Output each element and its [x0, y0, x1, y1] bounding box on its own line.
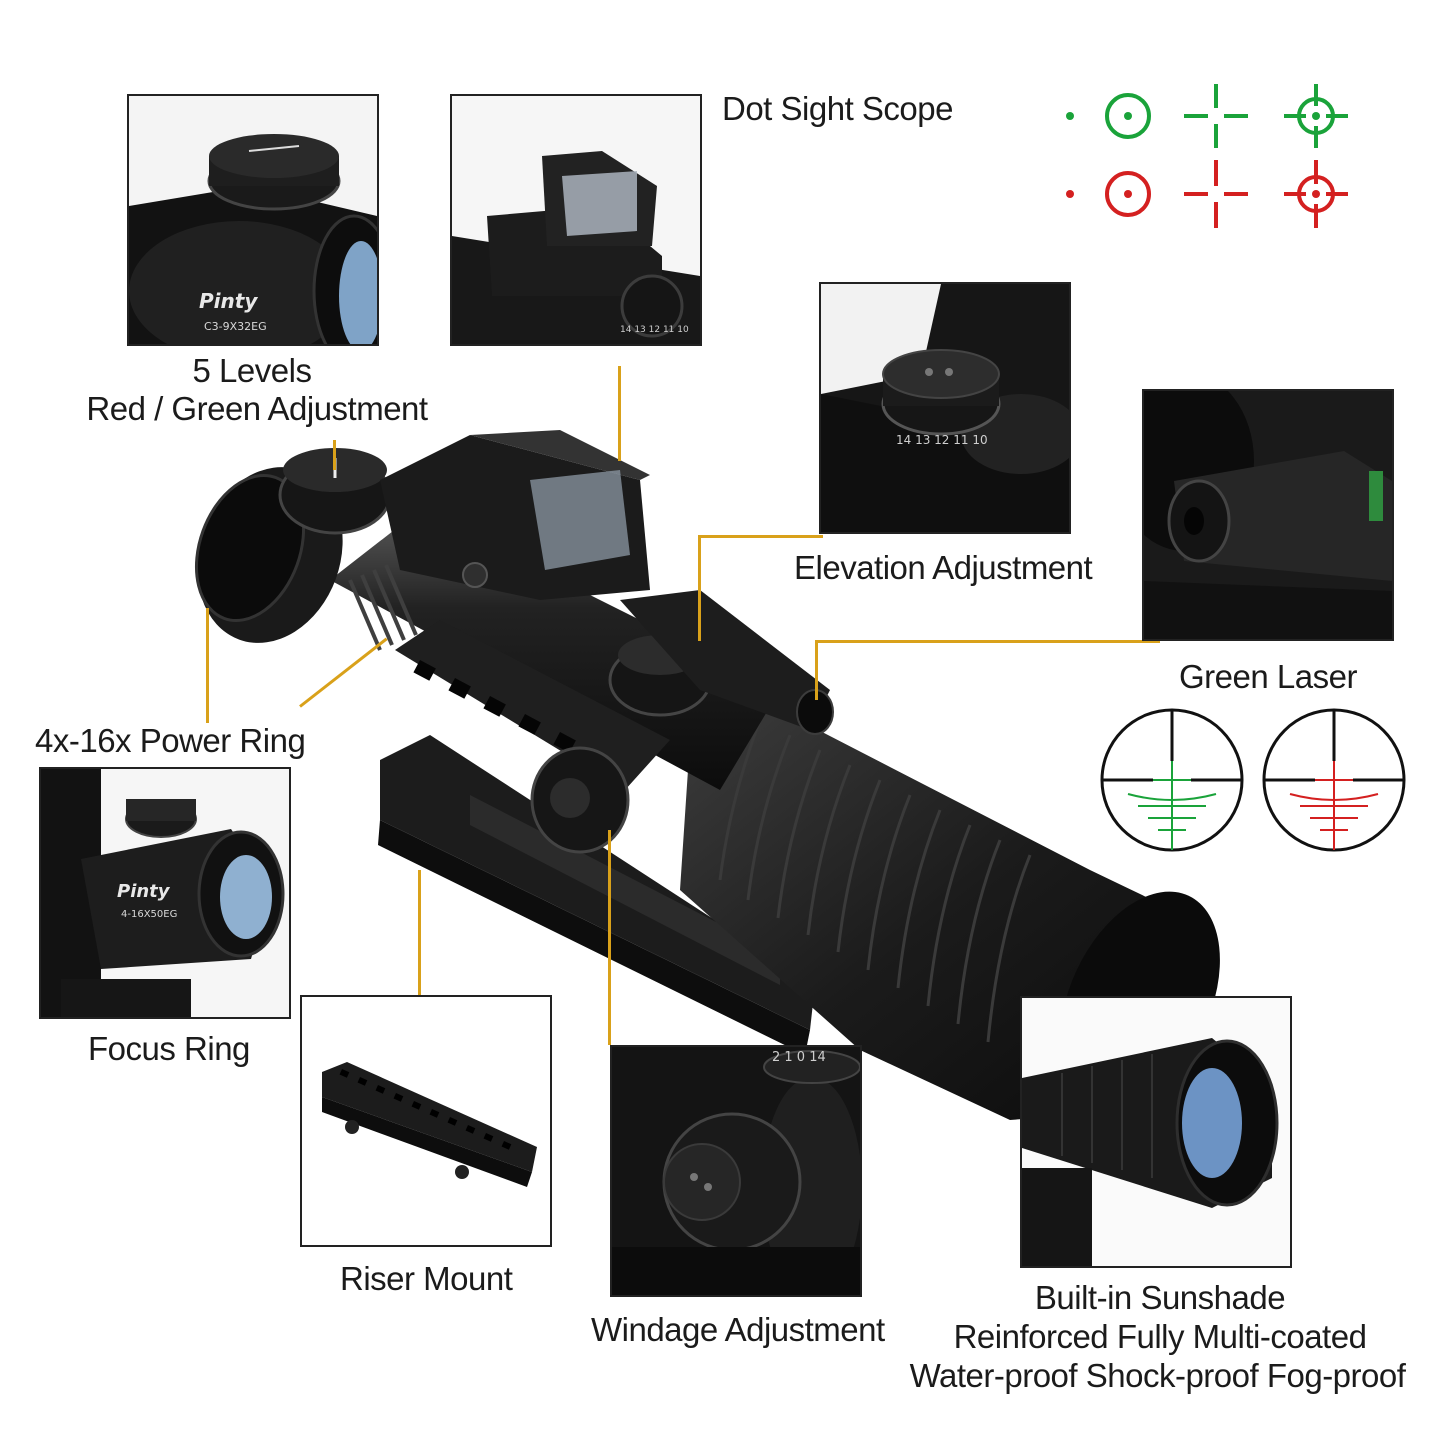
label-elevation: Elevation Adjustment — [794, 549, 1093, 586]
red-reticle-view — [1262, 708, 1406, 852]
reticle-icons — [1066, 84, 1348, 228]
leader-levels — [333, 440, 336, 470]
label-levels-line1: 5 Levels — [192, 352, 312, 389]
label-levels-line2: Red / Green Adjustment — [86, 390, 428, 427]
label-riser-mount: Riser Mount — [340, 1260, 513, 1297]
inset-windage-turret: 2 1 0 14 — [610, 1045, 862, 1297]
inset-illumination-knob: Pinty C3-9X32EG — [127, 94, 379, 346]
inset-sunshade — [1020, 996, 1292, 1268]
label-sunshade-line1: Built-in Sunshade — [1034, 1279, 1286, 1316]
circle-crosshair-reticle-icon — [1284, 84, 1348, 148]
dot-reticle-icon — [1066, 190, 1074, 198]
leader-elevation-v — [698, 536, 701, 641]
inset-elevation-turret: 14 13 12 11 10 — [819, 282, 1071, 534]
inset-focus-model: 4-16X50EG — [121, 909, 177, 920]
inset-elev-ticks: 14 13 12 11 10 — [896, 433, 988, 447]
inset-dot-ticks: 14 13 12 11 10 — [620, 325, 689, 335]
label-sunshade-line2: Reinforced Fully Multi-coated — [953, 1318, 1367, 1355]
label-sunshade-line3: Water-proof Shock-proof Fog-proof — [909, 1357, 1406, 1394]
leader-windage — [608, 830, 611, 1045]
label-green-laser: Green Laser — [1179, 658, 1357, 695]
leader-laser-v — [815, 640, 818, 700]
inset-model-text: C3-9X32EG — [204, 320, 267, 333]
red-reticle-row — [1066, 160, 1348, 228]
crosshair-reticle-icon — [1184, 160, 1248, 228]
inset-focus-ring: Pinty 4-16X50EG — [39, 767, 291, 1019]
green-reticle-row — [1066, 84, 1348, 148]
green-laser-body — [620, 590, 834, 735]
inset-riser-mount — [300, 995, 552, 1247]
illumination-knob — [278, 448, 392, 535]
inset-dot-sight: 14 13 12 11 10 — [450, 94, 702, 346]
riser-mount-base — [378, 735, 815, 1055]
main-windage-turret — [530, 746, 630, 854]
circle-dot-reticle-icon — [1105, 171, 1151, 217]
red-dot-sight — [380, 430, 650, 600]
inset-green-laser — [1142, 389, 1394, 641]
crosshair-reticle-icon — [1184, 84, 1248, 148]
leader-laser-h — [815, 640, 1160, 643]
label-dot-sight-scope: Dot Sight Scope — [722, 90, 953, 127]
leader-power-ring — [206, 608, 209, 723]
leader-riser — [418, 870, 421, 995]
circle-crosshair-reticle-icon — [1284, 160, 1348, 228]
inset-windage-ticks: 2 1 0 14 — [772, 1050, 826, 1065]
label-power-ring: 4x-16x Power Ring — [35, 722, 306, 759]
dot-reticle-icon — [1066, 112, 1074, 120]
leader-dot-sight — [618, 366, 621, 461]
label-focus-ring: Focus Ring — [88, 1030, 250, 1067]
inset-focus-brand: Pinty — [117, 881, 171, 902]
green-reticle-view — [1100, 708, 1244, 852]
label-windage: Windage Adjustment — [591, 1311, 885, 1348]
leader-elevation-h — [698, 535, 823, 538]
inset-brand-text: Pinty — [199, 289, 258, 313]
circle-dot-reticle-icon — [1105, 93, 1151, 139]
